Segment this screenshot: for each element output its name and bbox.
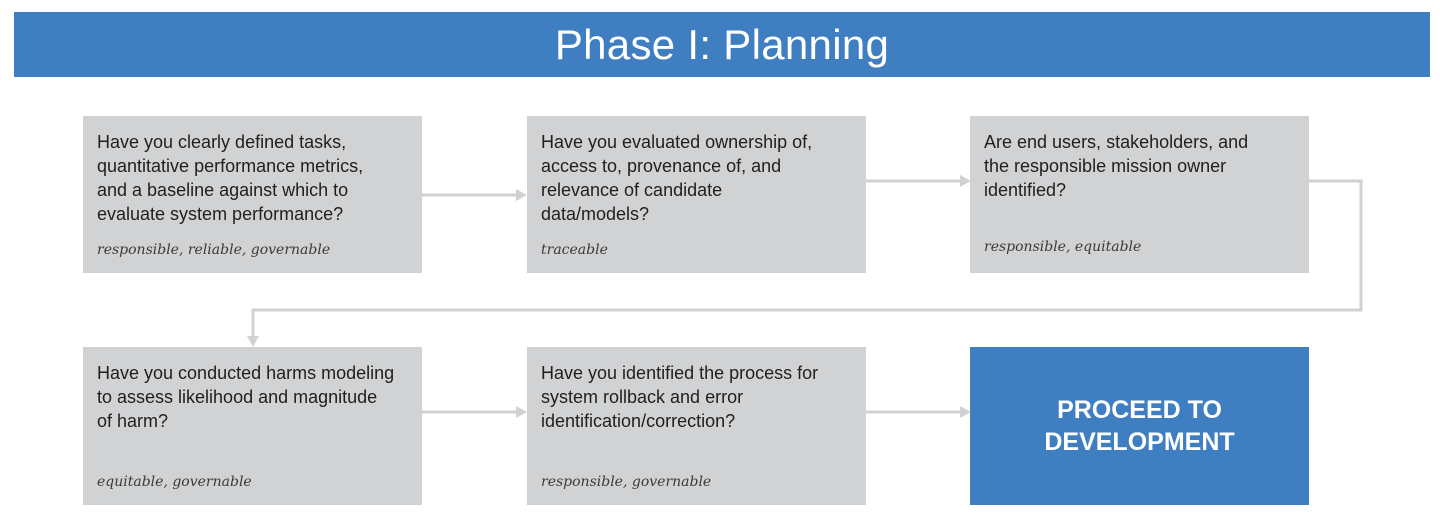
arrowhead-step3	[960, 175, 971, 187]
step-question: Are end users, stakeholders, and the res…	[984, 132, 1249, 200]
connector-step3-step4	[251, 179, 1363, 336]
phase-title-bar: Phase I: Planning	[14, 12, 1430, 77]
step-tags: responsible, equitable	[984, 239, 1142, 255]
step-box-4: Have you conducted harms modeling to ass…	[83, 347, 422, 505]
arrowhead-step2	[516, 189, 527, 201]
step-question: Have you clearly defined tasks, quantita…	[97, 132, 364, 224]
proceed-to-development-box: PROCEED TO DEVELOPMENT	[970, 347, 1309, 505]
arrowhead-step5	[516, 406, 527, 418]
step-box-3: Are end users, stakeholders, and the res…	[970, 116, 1309, 273]
phase-title: Phase I: Planning	[554, 20, 890, 68]
step-tags: traceable	[541, 242, 608, 258]
step-box-2: Have you evaluated ownership of, access …	[527, 116, 866, 273]
step-tags: responsible, governable	[541, 474, 712, 490]
arrowhead-final	[960, 406, 971, 418]
step-box-1: Have you clearly defined tasks, quantita…	[83, 116, 422, 273]
step-box-5: Have you identified the process for syst…	[527, 347, 866, 505]
step-tags: responsible, reliable, governable	[97, 242, 331, 258]
arrowhead-step4	[247, 336, 259, 347]
step-question: Have you conducted harms modeling to ass…	[97, 363, 395, 431]
step-question: Have you identified the process for syst…	[541, 363, 819, 431]
step-question: Have you evaluated ownership of, access …	[541, 132, 813, 224]
step-tags: equitable, governable	[97, 474, 252, 490]
proceed-to-development-label: PROCEED TO DEVELOPMENT	[1044, 396, 1235, 456]
